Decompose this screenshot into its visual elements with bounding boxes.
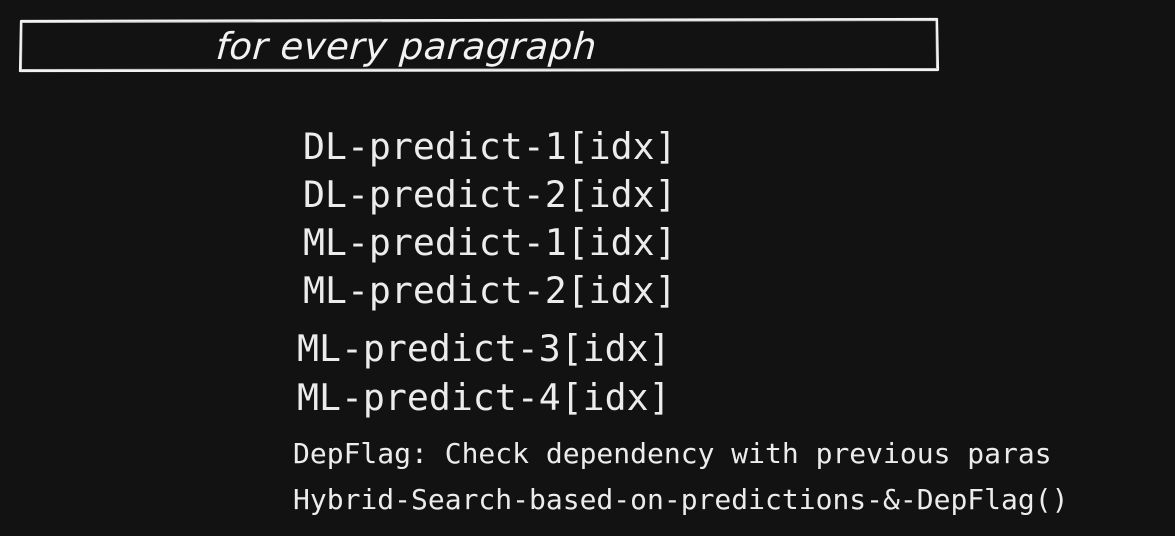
- prediction-ml-4: ML-predict-4[idx]: [297, 376, 671, 419]
- loop-header-border: [18, 17, 940, 73]
- prediction-ml-2: ML-predict-2[idx]: [303, 269, 677, 312]
- prediction-ml-3: ML-predict-3[idx]: [297, 327, 671, 370]
- prediction-ml-1: ML-predict-1[idx]: [303, 221, 677, 264]
- loop-header-box: for every paragraph: [18, 17, 940, 73]
- prediction-dl-2: DL-predict-2[idx]: [303, 173, 677, 216]
- loop-header-label: for every paragraph: [214, 25, 599, 68]
- hybrid-search-step: Hybrid-Search-based-on-predictions-&-Dep…: [293, 483, 1069, 516]
- depflag-step: DepFlag: Check dependency with previous …: [293, 437, 1052, 470]
- prediction-dl-1: DL-predict-1[idx]: [303, 125, 677, 168]
